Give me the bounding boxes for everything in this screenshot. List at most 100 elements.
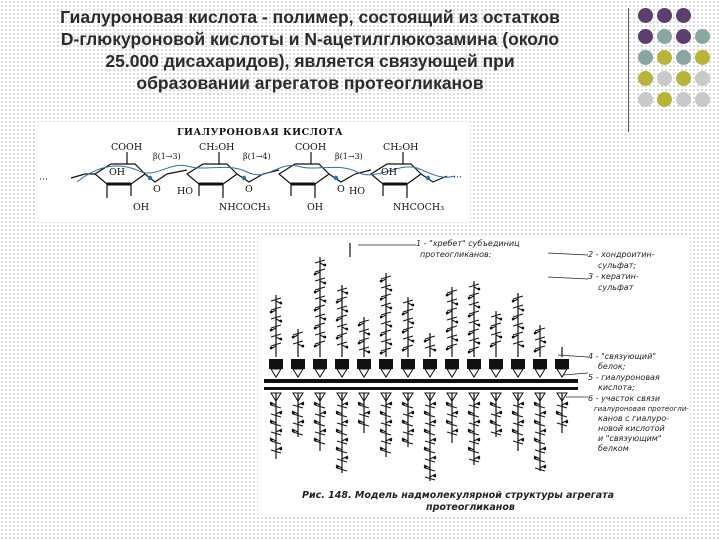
glycosaminoglycan-chain xyxy=(512,401,525,409)
sulfate-mark xyxy=(367,411,371,415)
slide-title: Гиалуроновая кислота - полимер, состоящи… xyxy=(8,6,612,94)
sulfate-mark xyxy=(445,347,449,351)
link-protein-block xyxy=(313,359,327,369)
sulfate-mark xyxy=(323,281,327,285)
title-line: D-глюкуроновой кислоты и N-ацетилглюкоза… xyxy=(60,29,560,49)
sulfate-mark xyxy=(445,402,449,406)
sulfate-mark xyxy=(455,411,459,415)
glycosaminoglycan-chain xyxy=(424,473,437,481)
legend-item-1: протеогликанов: xyxy=(420,250,492,259)
binding-site-marker xyxy=(534,368,546,378)
sulfate-mark xyxy=(323,411,327,415)
label-beta-1-3: β(1→3) xyxy=(335,152,363,161)
glycosaminoglycan-chain xyxy=(556,401,569,409)
glycosaminoglycan-chain xyxy=(556,419,569,427)
sulfate-mark xyxy=(411,321,415,325)
sulfate-mark xyxy=(467,314,471,318)
sulfate-mark xyxy=(467,429,471,433)
sulfate-mark xyxy=(379,315,383,319)
sulfate-mark xyxy=(543,465,547,469)
sulfate-mark xyxy=(379,351,383,355)
decorative-dot xyxy=(657,50,672,65)
sulfate-mark xyxy=(477,402,481,406)
sulfate-mark xyxy=(423,429,427,433)
label-nhcoch3: NHCOCH₃ xyxy=(393,202,444,213)
binding-site-marker xyxy=(556,392,568,402)
glycosaminoglycan-chain xyxy=(534,428,547,436)
label-o: O xyxy=(153,184,161,195)
legend-item-6: канов с гиалуро- xyxy=(598,414,669,423)
glycosaminoglycan-chain xyxy=(336,419,349,427)
link-protein-block xyxy=(489,359,503,369)
sulfate-mark xyxy=(445,420,449,424)
glycosaminoglycan-chain xyxy=(468,419,481,427)
sulfate-mark xyxy=(345,309,349,313)
glycosaminoglycan-chain xyxy=(314,428,327,436)
glycosaminoglycan-chain xyxy=(336,455,349,463)
glycosaminoglycan-chain xyxy=(489,419,502,427)
legend-item-6: 6 - участок связи xyxy=(588,394,660,403)
decorative-dot xyxy=(657,71,672,86)
sulfate-mark xyxy=(433,438,437,442)
glycosaminoglycan-chain xyxy=(423,410,436,418)
formula-title: ГИАЛУРОНОВАЯ КИСЛОТА xyxy=(177,127,343,138)
decorative-dot xyxy=(695,50,710,65)
sulfate-mark xyxy=(379,279,383,283)
sulfate-mark xyxy=(467,447,471,451)
sulfate-mark xyxy=(279,301,283,305)
title-line: Гиалуроновая кислота - полимер, состоящи… xyxy=(60,7,560,27)
sulfate-mark xyxy=(489,402,493,406)
sulfate-mark xyxy=(269,346,273,350)
glycosaminoglycan-chain xyxy=(379,428,392,436)
glycosaminoglycan-chain xyxy=(490,428,503,436)
glycosaminoglycan-chain xyxy=(446,428,459,436)
sulfate-mark xyxy=(401,438,405,442)
sulfate-mark xyxy=(313,290,317,294)
sulfate-mark xyxy=(433,456,437,460)
hyaluronic-acid-backbone xyxy=(264,379,578,383)
glycosaminoglycan-chain xyxy=(402,428,415,436)
sulfate-mark xyxy=(511,411,515,415)
legend-item-3: сульфат xyxy=(598,283,634,292)
glycosaminoglycan-chain xyxy=(270,446,283,454)
glycosaminoglycan-chain xyxy=(335,428,348,436)
sulfate-mark xyxy=(367,332,371,336)
decorative-dot xyxy=(657,92,672,107)
binding-site-marker xyxy=(424,368,436,378)
glycosaminoglycan-chain xyxy=(336,437,349,445)
title-line: 25.000 дисахаридов), является связующей … xyxy=(105,51,515,71)
glycosaminoglycan-chain xyxy=(270,410,283,418)
title-line: образовании агрегатов протеогликанов xyxy=(136,73,484,93)
sulfate-mark xyxy=(345,402,349,406)
glycosaminoglycan-chain xyxy=(291,410,304,418)
binding-site-marker xyxy=(468,368,480,378)
sulfate-mark xyxy=(455,338,459,342)
legend-item-1: 1 - "хребет" субъединиц xyxy=(416,239,520,248)
sulfate-mark xyxy=(389,402,393,406)
sulfate-mark xyxy=(389,324,393,328)
glycosaminoglycan-chain xyxy=(269,401,282,409)
glycosaminoglycan-chain xyxy=(292,419,305,427)
link-protein-block xyxy=(269,359,283,369)
legend-item-6: и "связующим" xyxy=(598,434,662,443)
glycosaminoglycan-chain xyxy=(401,419,414,427)
sulfate-mark xyxy=(313,272,317,276)
sulfate-mark xyxy=(477,456,481,460)
binding-site-marker xyxy=(270,392,282,402)
glycosaminoglycan-chain xyxy=(380,419,393,427)
sulfate-mark xyxy=(499,411,503,415)
binding-site-marker xyxy=(270,368,282,378)
glycosaminoglycan-chain xyxy=(533,437,546,445)
decorative-dot xyxy=(657,29,672,44)
sulfate-mark xyxy=(279,411,283,415)
sulfate-mark xyxy=(543,411,547,415)
sulfate-mark xyxy=(521,420,525,424)
glycosaminoglycan-chain xyxy=(401,437,414,445)
sulfate-mark xyxy=(477,420,481,424)
glycosaminoglycan-chain xyxy=(270,428,283,436)
sulfate-mark xyxy=(269,310,273,314)
glycosaminoglycan-chain xyxy=(269,437,282,445)
binding-site-marker xyxy=(402,392,414,402)
sulfate-mark xyxy=(477,323,481,327)
link-protein-block xyxy=(467,359,481,369)
